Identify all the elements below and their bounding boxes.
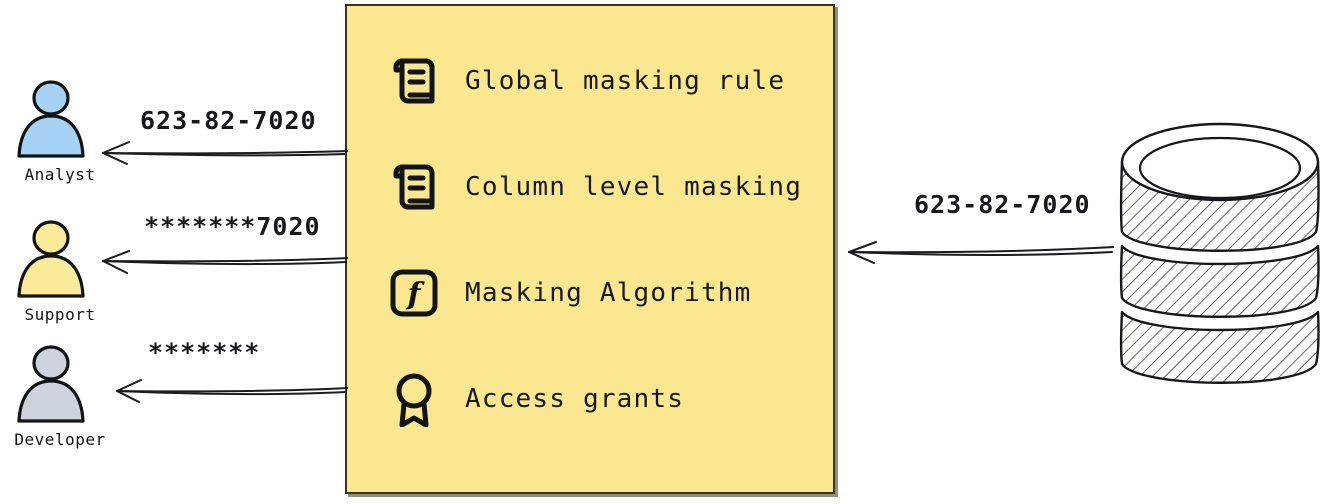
policy-item-list: Global masking rule Column le [385,50,817,430]
actor-label: Analyst [24,165,96,184]
flow-caption: 623-82-7020 [914,190,1091,219]
policy-item-label: Masking Algorithm [465,278,752,308]
arrow-left-icon [102,250,348,274]
actor-label: Support [24,305,96,324]
person-icon [17,220,85,298]
actor-label: Developer [14,430,106,449]
person-icon [17,80,85,158]
flow-developer: ******* [110,338,348,403]
actor-support: Support [4,218,116,324]
database-icon [1119,122,1320,384]
policy-item-label: Column level masking [465,172,803,202]
person-icon [17,345,85,423]
policy-item-column-level-masking[interactable]: Column level masking [385,156,817,218]
arrow-left-icon [102,141,348,165]
award-ribbon-icon [385,370,443,428]
arrow-left-icon [116,379,348,403]
policy-item-global-masking-rule[interactable]: Global masking rule [385,50,817,112]
flow-support: *******7020 [96,212,348,274]
flow-caption: ******* [148,338,261,367]
policy-item-access-grants[interactable]: Access grants [385,368,817,430]
flow-caption: 623-82-7020 [140,106,317,135]
masking-policy-box: Global masking rule Column le [345,4,835,494]
policy-item-label: Access grants [465,384,685,414]
actor-developer: Developer [4,343,116,449]
actor-analyst: Analyst [4,78,116,184]
svg-text:f: f [406,277,426,312]
flow-caption: *******7020 [144,212,321,241]
arrow-left-icon [848,241,1114,264]
scroll-document-icon [385,158,443,216]
function-f-icon: f [385,264,443,322]
scroll-document-icon [385,52,443,110]
flow-database: 623-82-7020 [842,190,1114,270]
policy-item-masking-algorithm[interactable]: f Masking Algorithm [385,262,817,324]
flow-analyst: 623-82-7020 [96,106,348,166]
database-cylinder [1098,112,1340,406]
policy-item-label: Global masking rule [465,66,786,96]
